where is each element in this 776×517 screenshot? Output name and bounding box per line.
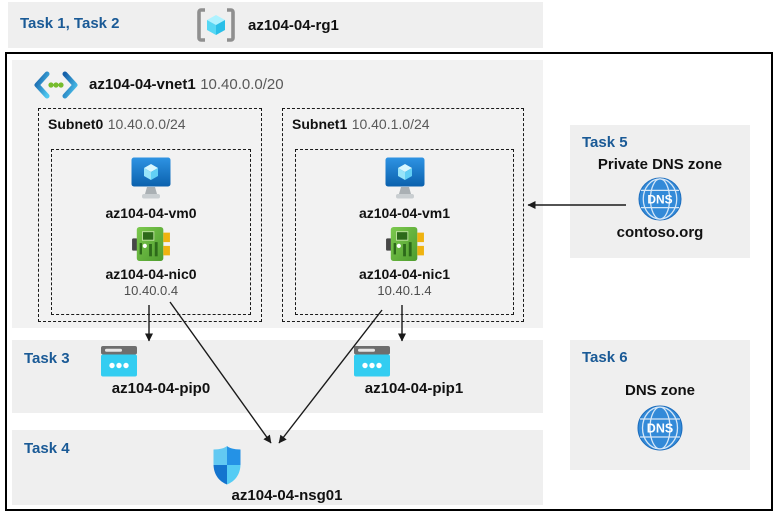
subnet1-label: Subnet1 10.40.1.0/24 xyxy=(292,116,430,134)
private-dns-zone-name: contoso.org xyxy=(616,224,704,241)
nsg-shield-icon xyxy=(212,445,362,485)
task12-band: Task 1, Task 2 az104-04-rg1 xyxy=(8,2,543,48)
nic-icon xyxy=(132,226,170,262)
task5-label: Task 5 xyxy=(582,134,628,151)
vnet-box: az104-04-vnet1 10.40.0.0/20 Subnet0 10.4… xyxy=(12,60,543,328)
public-ip-icon xyxy=(101,346,221,377)
nic1-name: az104-04-nic1 xyxy=(358,266,451,282)
nsg-name: az104-04-nsg01 xyxy=(231,487,343,504)
task3-label: Task 3 xyxy=(24,350,70,367)
subnet1-vm-box: az104-04-vm1 xyxy=(295,149,514,315)
task12-label: Task 1, Task 2 xyxy=(20,15,120,32)
subnet1-name: Subnet1 xyxy=(292,116,348,132)
virtual-network-icon xyxy=(34,71,78,99)
subnet0-box: Subnet0 10.40.0.0/24 xyxy=(38,108,262,322)
subnet0-cidr: 10.40.0.0/24 xyxy=(107,116,186,132)
virtual-machine-icon xyxy=(131,157,171,201)
private-dns-zone-title: Private DNS zone xyxy=(597,156,723,173)
task4-band: Task 4 az104-04-nsg0 xyxy=(12,430,543,505)
vnet-cidr: 10.40.0.0/20 xyxy=(200,76,284,93)
vm0-stack: az104-04-vm0 xyxy=(52,150,250,298)
resource-group-boundary xyxy=(5,52,773,511)
vm1-stack: az104-04-vm1 xyxy=(296,150,513,298)
vm1-name: az104-04-vm1 xyxy=(358,205,451,221)
nic1-ip: 10.40.1.4 xyxy=(377,283,432,298)
nic0-name: az104-04-nic0 xyxy=(105,266,197,282)
nic-icon xyxy=(385,226,424,262)
vnet-name: az104-04-vnet1 xyxy=(89,76,196,93)
subnet1-box: Subnet1 10.40.1.0/24 xyxy=(282,108,524,322)
vm0-name: az104-04-vm0 xyxy=(105,205,197,221)
dns-icon-text: DNS xyxy=(647,422,673,436)
resource-group-name: az104-04-rg1 xyxy=(248,16,339,34)
subnet0-label: Subnet0 10.40.0.0/24 xyxy=(48,116,186,134)
task6-label: Task 6 xyxy=(582,349,628,366)
pip1-group: az104-04-pip1 xyxy=(354,346,474,397)
resource-group-icon xyxy=(196,7,236,43)
subnet0-vm-box: az104-04-vm0 xyxy=(51,149,251,315)
pip0-group: az104-04-pip0 xyxy=(101,346,221,397)
task5-box: Task 5 Private DNS zone DNS contoso.org xyxy=(570,125,750,258)
task6-box: Task 6 DNS zone DNS xyxy=(570,340,750,470)
task3-band: Task 3 az104-04-pip0 xyxy=(12,340,543,413)
subnet0-name: Subnet0 xyxy=(48,116,104,132)
virtual-machine-icon xyxy=(385,157,425,201)
dns-icon-text: DNS xyxy=(647,192,672,206)
pip1-name: az104-04-pip1 xyxy=(364,380,464,397)
dns-icon: DNS xyxy=(638,177,682,221)
public-ip-icon xyxy=(354,346,474,377)
nsg-group: az104-04-nsg01 xyxy=(212,445,362,504)
dns-zone-title: DNS zone xyxy=(624,382,695,399)
vnet-title: az104-04-vnet1 10.40.0.0/20 xyxy=(89,76,284,94)
vnet-header: az104-04-vnet1 10.40.0.0/20 xyxy=(34,71,284,99)
nic0-ip: 10.40.0.4 xyxy=(123,283,179,298)
task4-label: Task 4 xyxy=(24,440,70,457)
dns-icon: DNS xyxy=(637,405,683,451)
subnet1-cidr: 10.40.1.0/24 xyxy=(351,116,430,132)
resource-group-header: az104-04-rg1 xyxy=(196,7,339,43)
pip0-name: az104-04-pip0 xyxy=(111,380,211,397)
